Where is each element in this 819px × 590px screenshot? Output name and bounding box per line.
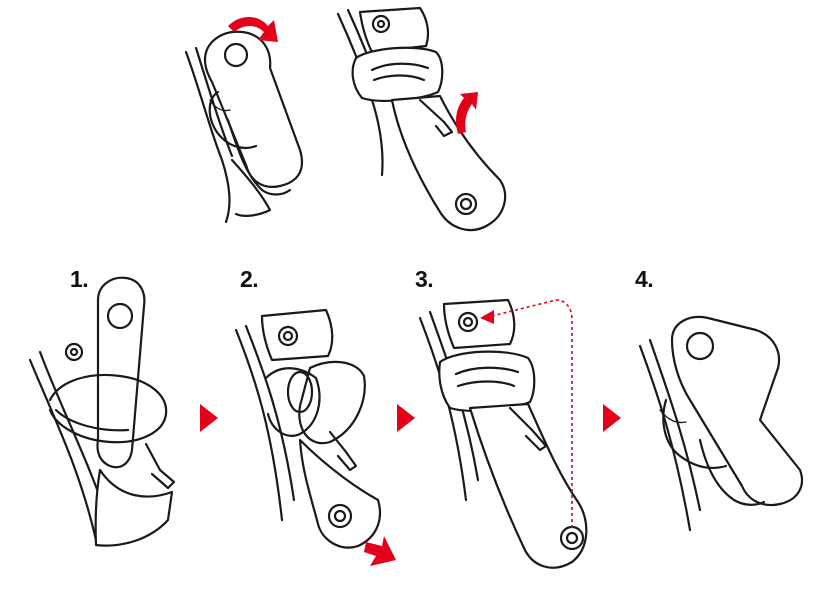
rotate-arrow-icon xyxy=(228,17,278,42)
step-4-label: 4. xyxy=(635,266,654,292)
step-1-illustration xyxy=(28,276,176,547)
pull-arrow-icon xyxy=(456,92,478,134)
step-3-illustration xyxy=(418,298,588,569)
top-right-illustration xyxy=(336,6,507,232)
pull-arrow-icon xyxy=(364,536,396,566)
top-left-illustration xyxy=(184,17,304,224)
target-arrow-icon xyxy=(480,310,494,324)
next-step-arrow-icon xyxy=(603,404,621,432)
step-2-illustration xyxy=(234,308,396,566)
step-3-label: 3. xyxy=(415,266,434,292)
step-4-illustration xyxy=(638,315,804,532)
next-step-arrow-icon xyxy=(397,404,415,432)
step-1-label: 1. xyxy=(70,266,89,292)
step-2-label: 2. xyxy=(240,266,259,292)
next-step-arrow-icon xyxy=(200,404,218,432)
